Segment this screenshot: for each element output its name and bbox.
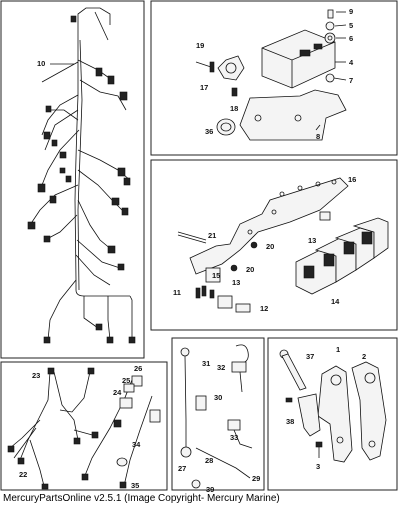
callout-14: 14 (331, 297, 340, 306)
callout-27: 27 (178, 464, 186, 473)
main-wiring-harness (27, 7, 136, 344)
callout-16: 16 (348, 175, 356, 184)
relay-bracket-assembly (177, 177, 389, 313)
callout-31: 31 (202, 359, 210, 368)
callout-22: 22 (19, 470, 27, 479)
sub-harness-assemblies (7, 367, 161, 490)
callout-34: 34 (132, 440, 141, 449)
callout-13b: 13 (308, 236, 316, 245)
lift-bracket-parts (279, 349, 387, 463)
callout-29: 29 (252, 474, 260, 483)
callout-30: 30 (214, 393, 222, 402)
callout-21: 21 (208, 231, 216, 240)
callout-39: 39 (206, 485, 214, 494)
callout-23: 23 (32, 371, 40, 380)
callout-4: 4 (349, 58, 354, 67)
callout-6: 6 (349, 34, 353, 43)
callout-20a: 20 (266, 242, 274, 251)
panel-wiring-harness (0, 0, 145, 359)
callout-5: 5 (349, 21, 353, 30)
callout-labels: 10 9 5 6 4 7 8 19 17 18 36 16 21 20 20 1… (19, 7, 366, 494)
callout-9: 9 (349, 7, 353, 16)
callout-10: 10 (37, 59, 45, 68)
callout-17: 17 (200, 83, 208, 92)
callout-38: 38 (286, 417, 294, 426)
callout-37: 37 (306, 352, 314, 361)
callout-8: 8 (316, 132, 320, 141)
image-copyright-footer: MercuryPartsOnline v2.5.1 (Image Copyrig… (3, 493, 280, 504)
callout-25: 25 (122, 376, 130, 385)
relay-block (295, 217, 389, 295)
callout-20b: 20 (246, 265, 254, 274)
callout-36: 36 (205, 127, 213, 136)
callout-32: 32 (217, 363, 225, 372)
callout-7: 7 (349, 76, 353, 85)
callout-2: 2 (362, 352, 366, 361)
callout-15: 15 (212, 271, 220, 280)
callout-33: 33 (230, 433, 238, 442)
ecm-assembly (195, 9, 347, 141)
callout-12: 12 (260, 304, 268, 313)
callout-35: 35 (131, 481, 139, 490)
panel-sensors (171, 337, 265, 491)
callout-11: 11 (173, 288, 181, 297)
callout-13a: 13 (232, 278, 240, 287)
callout-28: 28 (205, 456, 213, 465)
callout-24: 24 (113, 388, 122, 397)
callout-18: 18 (230, 104, 238, 113)
callout-3: 3 (316, 462, 320, 471)
callout-1: 1 (336, 345, 340, 354)
callout-26: 26 (134, 364, 142, 373)
callout-19: 19 (196, 41, 204, 50)
sensor-parts (180, 344, 253, 489)
